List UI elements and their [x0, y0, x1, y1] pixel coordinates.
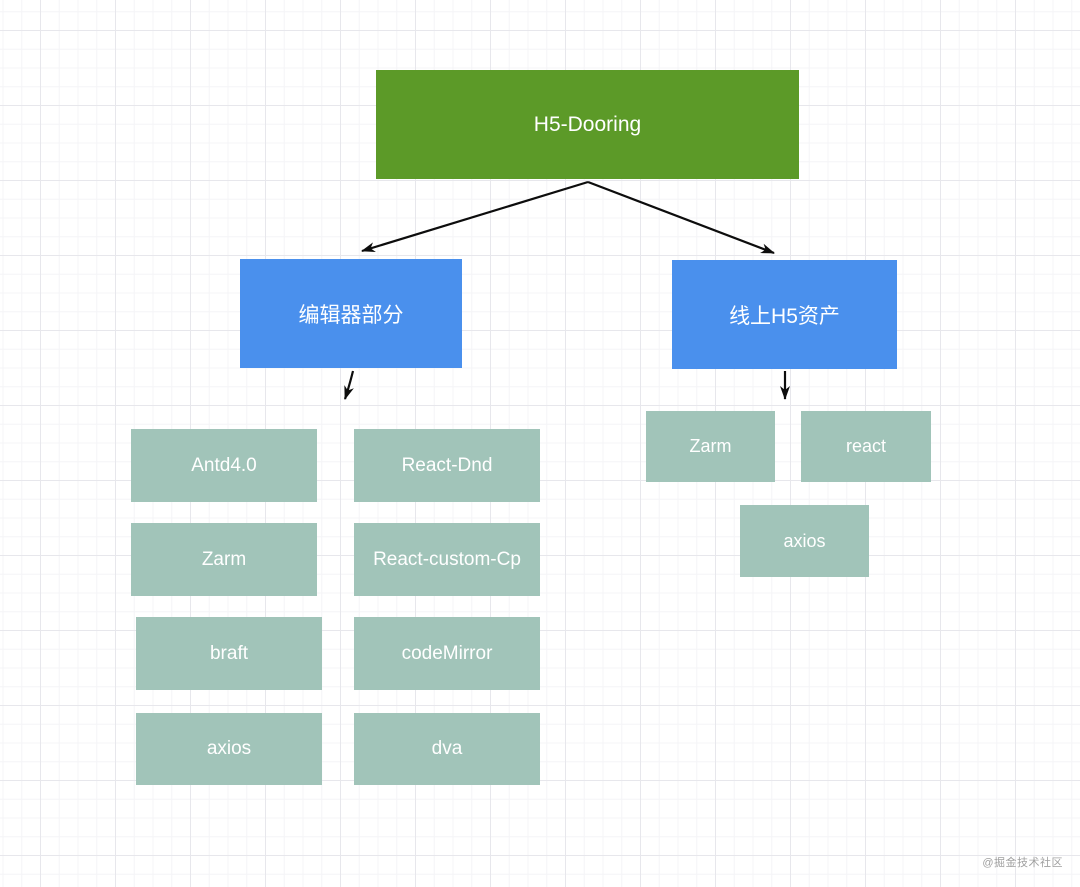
node-h5-dooring: H5-Dooring	[376, 70, 799, 179]
node-online-h5-assets: 线上H5资产	[672, 260, 897, 369]
node-zarm-online: Zarm	[646, 411, 775, 482]
node-react-dnd: React-Dnd	[354, 429, 540, 502]
node-antd: Antd4.0	[131, 429, 317, 502]
node-react-custom-cp: React-custom-Cp	[354, 523, 540, 596]
node-axios-editor: axios	[136, 713, 322, 785]
edge-root-to-editor	[361, 180, 589, 253]
node-braft: braft	[136, 617, 322, 690]
node-axios-online: axios	[740, 505, 869, 577]
node-codemirror: codeMirror	[354, 617, 540, 690]
watermark: @掘金技术社区	[982, 857, 1063, 869]
edge-root-to-online	[587, 180, 775, 255]
node-editor-part: 编辑器部分	[240, 259, 462, 368]
edge-editor-to-leaves	[343, 370, 355, 400]
node-dva: dva	[354, 713, 540, 785]
node-react: react	[801, 411, 931, 482]
node-zarm-editor: Zarm	[131, 523, 317, 596]
